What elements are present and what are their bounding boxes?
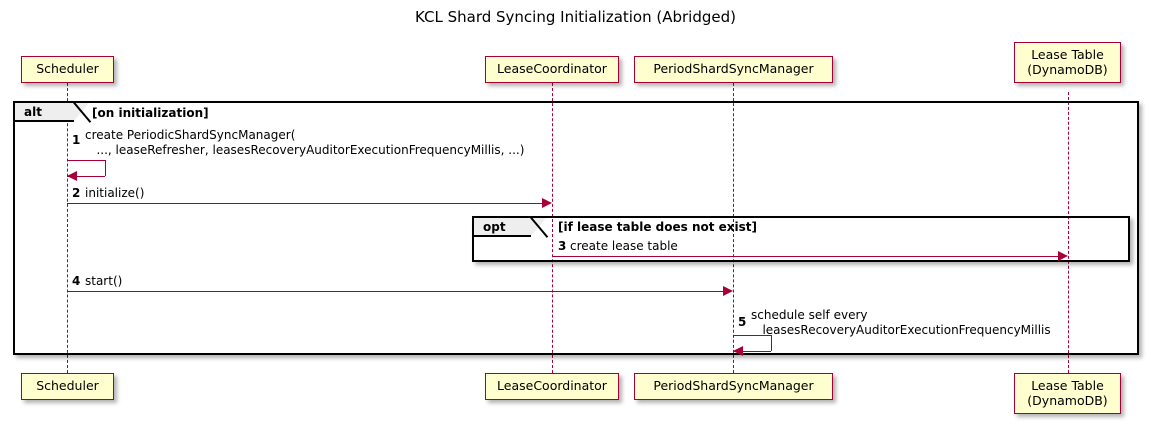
message-2-label: initialize(): [85, 186, 145, 200]
message-5-label: schedule self every leasesRecoveryAudito…: [751, 308, 1051, 337]
participant-lease-coordinator-top-label: LeaseCoordinator: [497, 61, 607, 77]
diagram-title: KCL Shard Syncing Initialization (Abridg…: [415, 8, 736, 26]
message-3-number: 3: [558, 239, 567, 253]
participant-lease-table-bottom-label: Lease Table (DynamoDB): [1027, 377, 1108, 408]
lifeline-lease-coordinator: [552, 83, 553, 373]
message-1-self-top: [67, 160, 105, 161]
alt-frame-condition: [on initialization]: [92, 106, 209, 120]
participant-lease-table-bottom[interactable]: Lease Table (DynamoDB): [1014, 373, 1121, 414]
message-4-number: 4: [72, 274, 81, 288]
participant-scheduler-top-label: Scheduler: [36, 61, 99, 77]
alt-frame-tab-bottom-line: [15, 120, 74, 122]
participant-lease-table-top[interactable]: Lease Table (DynamoDB): [1014, 42, 1121, 83]
message-3-label: create lease table: [570, 239, 678, 253]
message-5-self-bottom: [733, 351, 771, 352]
opt-frame-tab-bottom-line: [474, 235, 531, 237]
message-5-self-right: [771, 335, 772, 351]
opt-frame-tab-label: opt: [483, 219, 506, 234]
participant-lease-coordinator-bottom-label: LeaseCoordinator: [497, 378, 607, 394]
message-3-line: [552, 256, 1058, 257]
participant-period-shard-sync-manager-bottom-label: PeriodShardSyncManager: [653, 378, 814, 394]
message-4-arrowhead: [723, 286, 733, 296]
participant-scheduler-bottom[interactable]: Scheduler: [21, 373, 114, 400]
participant-lease-coordinator-top[interactable]: LeaseCoordinator: [485, 56, 619, 83]
participant-period-shard-sync-manager-bottom[interactable]: PeriodShardSyncManager: [634, 373, 833, 400]
alt-frame: [13, 101, 1139, 355]
message-5-arrowhead: [733, 346, 743, 356]
message-1-self-bottom: [67, 176, 105, 177]
lifeline-scheduler: [67, 83, 68, 373]
participant-lease-table-top-label: Lease Table (DynamoDB): [1027, 46, 1108, 77]
message-2-arrowhead: [542, 198, 552, 208]
lifeline-lease-table: [1068, 92, 1069, 373]
participant-period-shard-sync-manager-top-label: PeriodShardSyncManager: [653, 61, 814, 77]
message-4-line: [67, 291, 723, 292]
message-1-label: create PeriodicShardSyncManager( ..., le…: [85, 128, 525, 157]
lifeline-period-shard-sync-manager: [733, 83, 734, 373]
participant-scheduler-bottom-label: Scheduler: [36, 378, 99, 394]
participant-lease-coordinator-bottom[interactable]: LeaseCoordinator: [485, 373, 619, 400]
message-2-number: 2: [72, 186, 81, 200]
message-5-self-top: [733, 335, 771, 336]
opt-frame-condition: [if lease table does not exist]: [558, 220, 758, 234]
message-2-line: [67, 203, 542, 204]
message-3-arrowhead: [1058, 251, 1068, 261]
opt-frame: [472, 216, 1130, 262]
message-5-number: 5: [738, 315, 747, 329]
message-1-number: 1: [72, 133, 81, 147]
message-1-self-right: [105, 160, 106, 176]
message-4-label: start(): [85, 274, 123, 288]
participant-scheduler-top[interactable]: Scheduler: [21, 56, 114, 83]
message-1-arrowhead: [67, 171, 77, 181]
participant-period-shard-sync-manager-top[interactable]: PeriodShardSyncManager: [634, 56, 833, 83]
alt-frame-tab-label: alt: [24, 104, 42, 119]
